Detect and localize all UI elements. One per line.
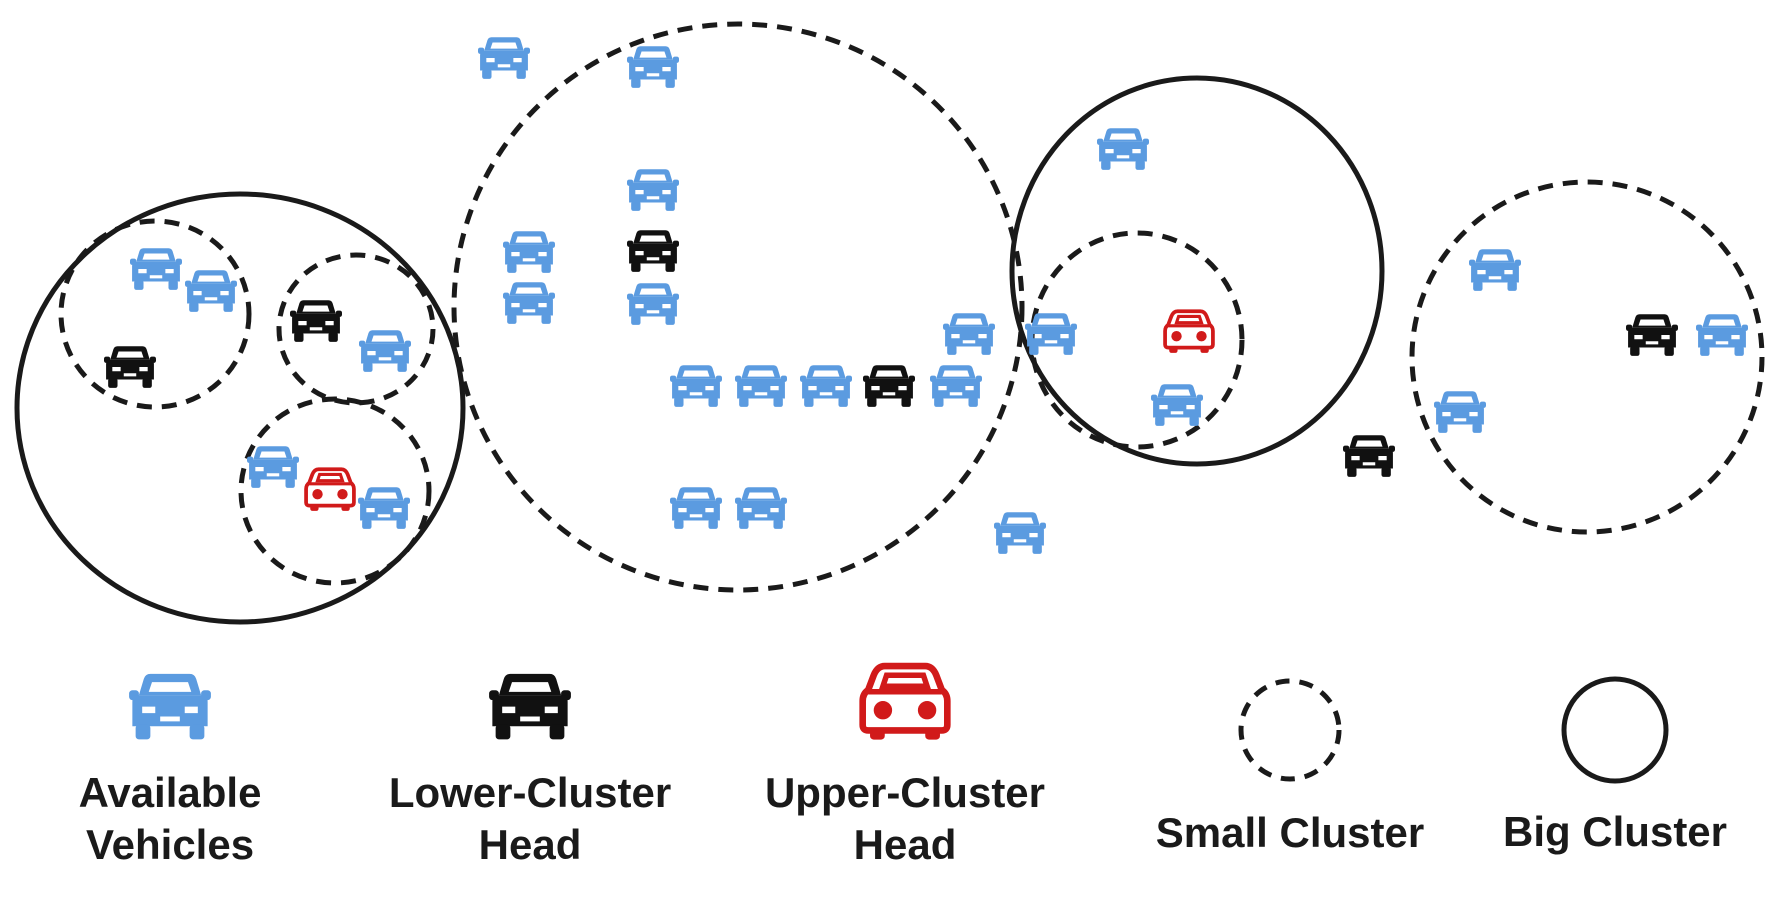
legend-upper-head-line1: Upper-Cluster	[764, 769, 1046, 816]
available-vehicle-icon	[627, 169, 679, 211]
legend-big-cluster-label: Big Cluster	[1502, 808, 1728, 855]
legend-available-line2: Vehicles	[85, 821, 255, 868]
legend-upper-cluster-head: Upper-Cluster Head	[735, 665, 1075, 871]
big-cluster-2	[1009, 75, 1385, 467]
legend-upper-head-line2: Head	[853, 821, 957, 868]
available-vehicle-legend-icon	[129, 673, 211, 740]
legend-available-label: Available Vehicles	[40, 767, 300, 871]
available-vehicle-icon	[359, 330, 411, 372]
small-cluster-6	[1409, 179, 1765, 535]
available-vehicle-icon	[627, 283, 679, 325]
available-vehicle-icon	[1097, 128, 1149, 170]
legend-available-vehicles: Available Vehicles	[40, 665, 300, 871]
available-vehicle-icon	[994, 512, 1046, 554]
available-vehicle-icon	[930, 365, 982, 407]
legend-upper-head-label: Upper-Cluster Head	[735, 767, 1075, 871]
available-vehicle-icon	[1151, 384, 1203, 426]
available-vehicle-icon	[1434, 391, 1486, 433]
legend-lower-cluster-head: Lower-Cluster Head	[365, 665, 695, 871]
available-vehicle-icon	[478, 37, 530, 79]
legend-lower-head-line2: Head	[478, 821, 582, 868]
available-vehicle-icon	[670, 365, 722, 407]
available-vehicle-icon	[800, 365, 852, 407]
legend-lower-head-line1: Lower-Cluster	[388, 769, 672, 816]
upper-cluster-head-icon	[1163, 309, 1215, 354]
available-vehicle-icon	[943, 313, 995, 355]
legend-lower-head-label: Lower-Cluster Head	[365, 767, 695, 871]
available-vehicle-icon	[503, 282, 555, 324]
legend-small-cluster: Small Cluster	[1135, 665, 1445, 859]
available-vehicle-icon	[1696, 314, 1748, 356]
available-vehicle-icon	[735, 487, 787, 529]
big-cluster-1	[14, 191, 466, 625]
available-vehicle-icon	[358, 487, 410, 529]
lower-cluster-head-icon	[627, 230, 679, 272]
legend-small-cluster-label: Small Cluster	[1155, 809, 1425, 856]
available-vehicle-icon	[185, 270, 237, 312]
small-cluster-1	[58, 218, 252, 410]
small-cluster-legend-icon	[1238, 678, 1342, 782]
legend-available-line1: Available	[78, 769, 262, 816]
lower-cluster-head-legend-icon	[489, 673, 571, 740]
legend-big-cluster: Big Cluster	[1475, 665, 1755, 858]
lower-cluster-head-icon	[1343, 435, 1395, 477]
available-vehicle-icon	[1469, 249, 1521, 291]
cluster-diagram	[14, 21, 1765, 625]
available-vehicle-icon	[247, 446, 299, 488]
lower-cluster-head-icon	[290, 300, 342, 342]
small-cluster-3	[238, 396, 432, 586]
available-vehicle-icon	[130, 248, 182, 290]
available-vehicle-icon	[735, 365, 787, 407]
lower-cluster-head-icon	[104, 346, 156, 388]
available-vehicle-icon	[670, 487, 722, 529]
small-cluster-2	[276, 252, 436, 406]
lower-cluster-head-icon	[1626, 314, 1678, 356]
lower-cluster-head-icon	[863, 365, 915, 407]
available-vehicle-icon	[627, 46, 679, 88]
small-cluster-4	[451, 21, 1025, 593]
big-cluster-legend-icon	[1561, 676, 1669, 784]
upper-cluster-head-icon	[304, 467, 356, 512]
upper-cluster-head-legend-icon	[855, 651, 955, 751]
available-vehicle-icon	[503, 231, 555, 273]
